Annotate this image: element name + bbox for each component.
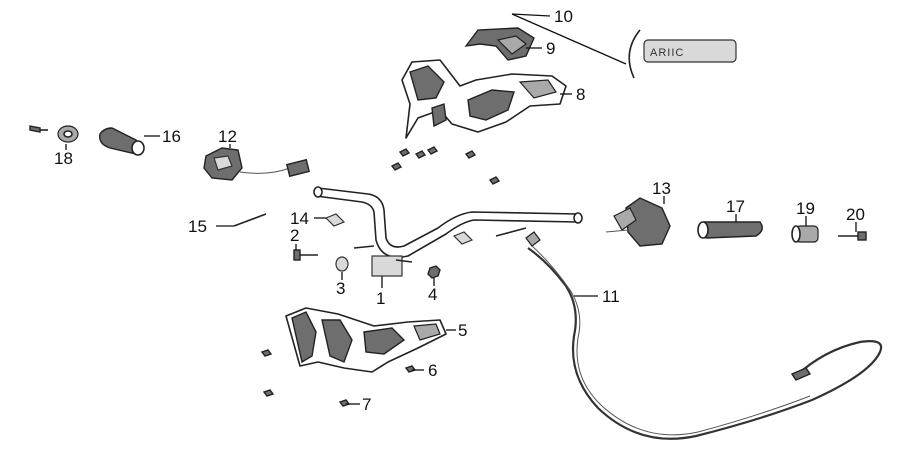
callout-10: 10 xyxy=(554,7,573,26)
lower-cover-part-5 xyxy=(285,307,447,373)
callout-16: 16 xyxy=(162,127,181,146)
callout-7: 7 xyxy=(362,395,371,414)
callout-4: 4 xyxy=(428,285,437,304)
sticker-part-14 xyxy=(324,213,474,245)
switch-right-part-13 xyxy=(605,197,671,247)
callout-13: 13 xyxy=(652,179,671,198)
callout-14: 14 xyxy=(290,209,309,228)
top-cover-part-9 xyxy=(464,27,535,61)
callout-labels: 1 2 3 4 5 6 7 8 9 10 11 12 13 14 15 16 1… xyxy=(54,7,865,414)
bar-end-part-18 xyxy=(29,125,79,143)
callout-17: 17 xyxy=(726,197,745,216)
grip-left-part-16 xyxy=(99,127,145,156)
callout-3: 3 xyxy=(336,279,345,298)
callout-15: 15 xyxy=(188,217,207,236)
nut-part-4 xyxy=(427,265,441,279)
throttle-cable-part-11 xyxy=(527,245,883,440)
callout-11: 11 xyxy=(602,287,620,306)
collar-part-3 xyxy=(335,256,349,272)
cable-end-part xyxy=(495,227,541,247)
callout-1: 1 xyxy=(376,289,385,308)
callout-6: 6 xyxy=(428,361,437,380)
bolt-part-2 xyxy=(293,249,318,261)
callout-12: 12 xyxy=(218,127,237,146)
emblem-badge: ARIIC xyxy=(628,29,737,79)
callout-19: 19 xyxy=(796,199,815,218)
switch-left-part-12 xyxy=(203,147,311,181)
callout-9: 9 xyxy=(546,39,555,58)
handlebar-part-1 xyxy=(313,186,583,277)
screw-set-upper xyxy=(390,146,501,185)
callout-20: 20 xyxy=(846,205,865,224)
grip-right-part-17 xyxy=(697,221,763,239)
bar-end-weight-part-19 xyxy=(791,225,819,243)
handlebar-cover-part-8 xyxy=(401,59,567,139)
emblem-text: ARIIC xyxy=(650,47,684,59)
callout-18: 18 xyxy=(54,149,73,168)
bar-end-bolt-part-20 xyxy=(838,231,867,241)
callout-8: 8 xyxy=(576,85,585,104)
leader-lines xyxy=(65,13,857,405)
pin-part-15 xyxy=(233,213,267,227)
callout-2: 2 xyxy=(290,226,299,245)
callout-5: 5 xyxy=(458,321,467,340)
